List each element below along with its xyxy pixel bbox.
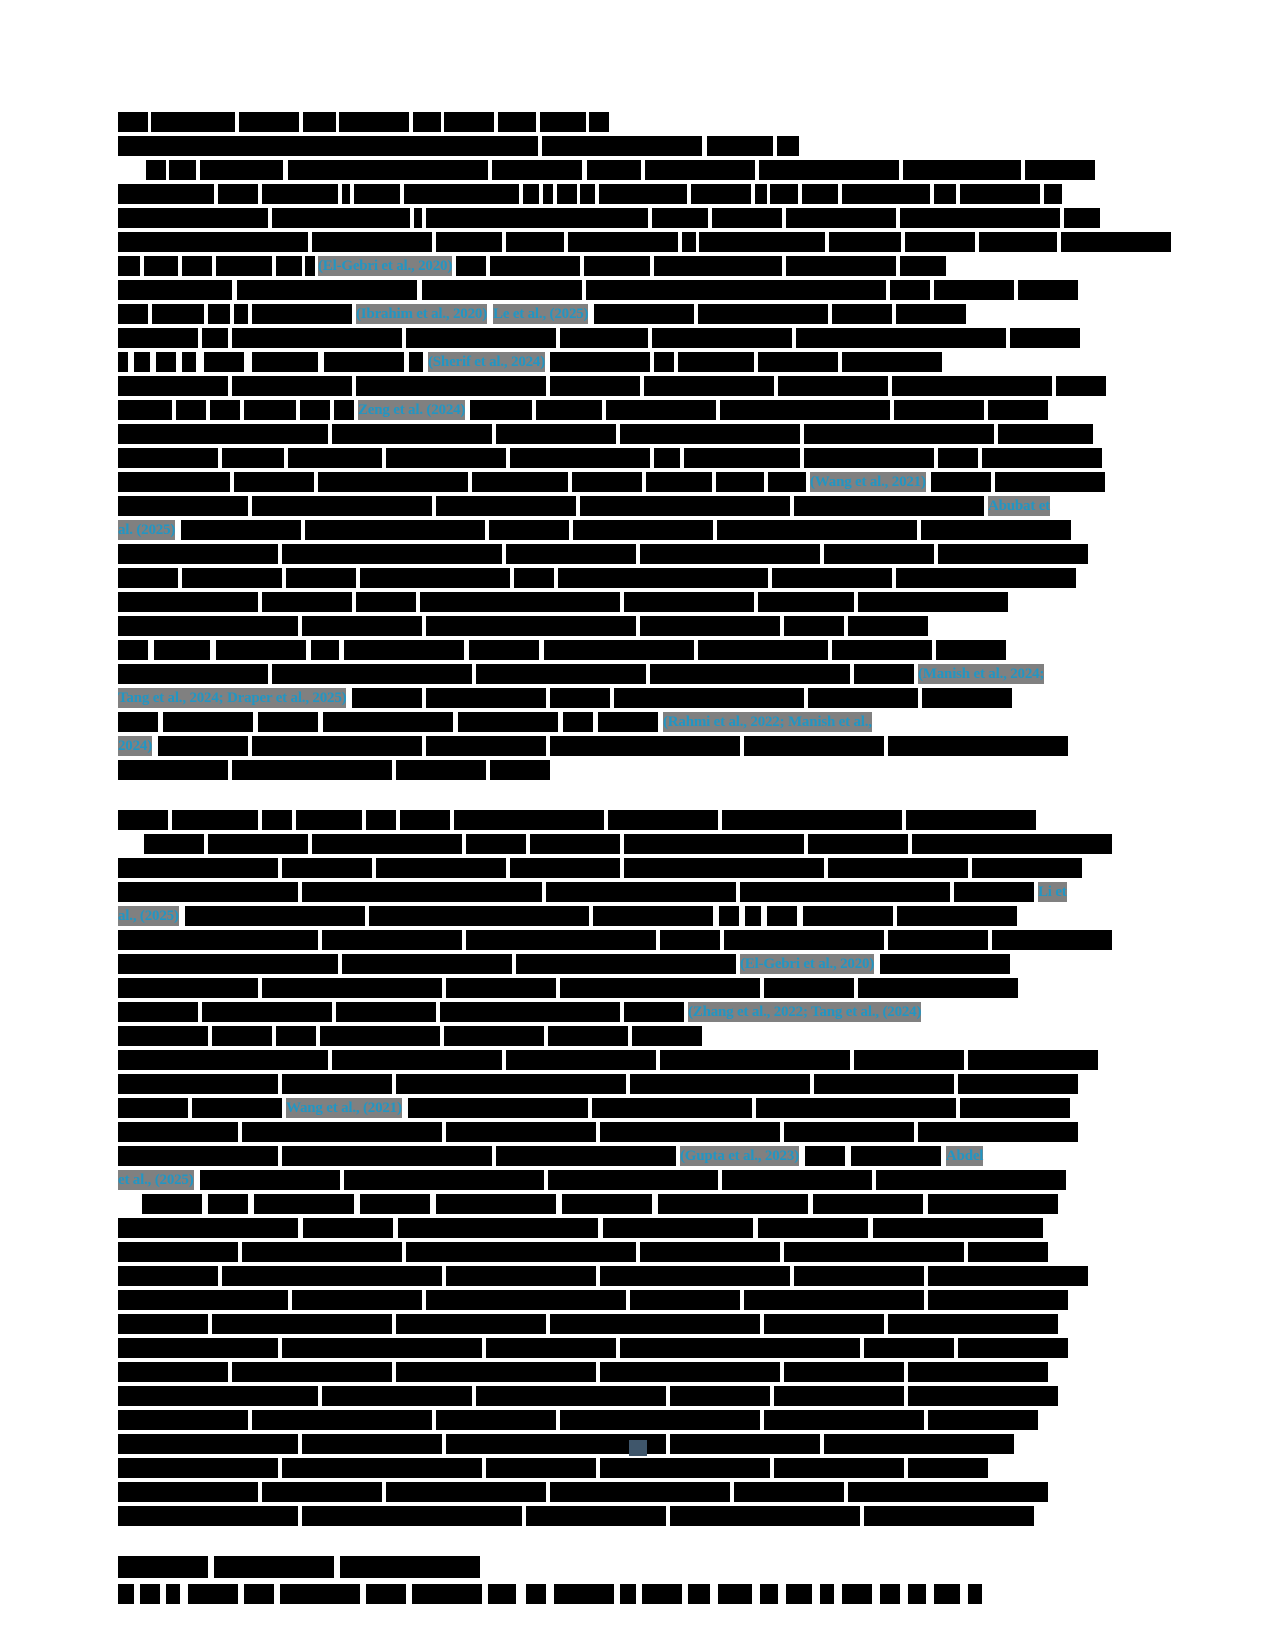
citation-link[interactable]: (Ibrahim et al., 2020) [356,304,488,324]
redacted-line-with-citation: Abubat et [118,496,1103,516]
redacted-line [118,1074,1103,1094]
redacted-line [118,328,1103,348]
redacted-line-with-citation: Wang et al., (2021) [118,1098,1103,1118]
page-number: 14 [0,1440,1275,1457]
redacted-line [118,1050,1103,1070]
redacted-line [118,184,1103,204]
redacted-line [118,1386,1103,1406]
redacted-line [118,858,1103,878]
redacted-line-with-citation: 2024) [118,736,1103,756]
citation-link[interactable]: Le et al., (2025) [493,304,589,324]
citation-link[interactable]: al., (2025) [118,906,179,926]
redacted-line [118,232,1171,252]
redacted-line [118,760,1103,780]
section-heading [118,1556,1103,1578]
citation-link[interactable]: (Rahmi et al., 2022; Manish et al., [663,712,872,732]
citation-link[interactable]: Zeng et al. (2024) [358,400,466,420]
redacted-line [118,1122,1103,1142]
redacted-line [118,640,1103,660]
citation-link[interactable]: (Wang et al., 2021) [810,472,926,492]
redacted-line [118,1242,1103,1262]
page-content: (El-Gebri et al., 2020) (Ibrahim et [118,112,1171,1608]
redacted-line [118,834,1112,854]
redacted-line-with-citation: Tang et al., 2024; Draper et al., 2025) [118,688,1103,708]
redacted-line-with-citation: (Zhang et al., 2022; Tang et al., (2024) [118,1002,1103,1022]
redacted-line [118,568,1103,588]
redacted-line [118,810,1103,830]
citation-link[interactable]: et al., (2025) [118,1170,194,1190]
redacted-line [118,136,1103,156]
citation-link[interactable]: (Zhang et al., 2022; Tang et al., (2024) [688,1002,922,1022]
redacted-line [118,112,1103,132]
redacted-line-with-citation: al., (2025) [118,906,1103,926]
redacted-line [118,592,1103,612]
redacted-line [118,1482,1103,1502]
redacted-line [118,280,1103,300]
redacted-line [118,616,1103,636]
redacted-line-with-citation: (Ibrahim et al., 2020) Le et al., (2025) [118,304,1103,324]
redacted-line [118,544,1103,564]
citation-link[interactable]: (Manish et al., 2024; [918,664,1045,684]
redacted-line-with-citation: (Rahmi et al., 2022; Manish et al., [118,712,1103,732]
redacted-line-with-citation: al. (2025) [118,520,1103,540]
redacted-line-with-citation: (El-Gebri et al., 2020) [118,954,1103,974]
citation-link[interactable]: Li et [1038,882,1067,902]
citation-link[interactable]: Abdel [945,1146,984,1166]
citation-link[interactable]: al. (2025) [118,520,176,540]
citation-link[interactable]: (El-Gebri et al., 2020) [740,954,875,974]
redacted-line-with-citation: et al., (2025) [118,1170,1103,1190]
redacted-line [118,1218,1103,1238]
redacted-line [118,208,1103,228]
redacted-line [118,376,1106,396]
redacted-line [118,1314,1103,1334]
redacted-line [118,930,1112,950]
redacted-line [118,1458,1103,1478]
redacted-line-with-citation: (Wang et al., 2021) [118,472,1105,492]
redacted-line [118,448,1103,468]
redacted-line [118,1026,1103,1046]
redacted-line-with-citation: Li et [118,882,1103,902]
redacted-line [118,978,1103,998]
redacted-line [118,1338,1103,1358]
redacted-line [118,1506,1103,1526]
redacted-line [118,1266,1103,1286]
redacted-line [118,1410,1103,1430]
redacted-line-with-citation: Zeng et al. (2024) [118,400,1103,420]
redacted-line [118,1194,1103,1214]
redacted-line-with-citation: (El-Gebri et al., 2020) [118,256,1103,276]
citation-link[interactable]: Abubat et [988,496,1050,516]
redacted-line [118,160,1103,180]
citation-link[interactable]: Tang et al., 2024; Draper et al., 2025) [118,688,347,708]
redacted-line [118,1290,1103,1310]
redacted-line [118,1434,1103,1454]
redacted-line: (Sherif et al., 2024) [118,352,1103,372]
redacted-line [118,424,1103,444]
citation-link[interactable]: (Gupta et al., 2023) [680,1146,799,1166]
redacted-line [118,1362,1103,1382]
citation-link[interactable]: 2024) [118,736,152,756]
citation-link[interactable]: Wang et al., (2021) [286,1098,402,1118]
redacted-line-with-citation: (Gupta et al., 2023) Abdel [118,1146,1103,1166]
citation-link[interactable]: (Sherif et al., 2024) [428,352,546,372]
citation-link[interactable]: (El-Gebri et al., 2020) [318,256,453,276]
redacted-line [118,1584,1103,1604]
page-number-value: 14 [628,1440,647,1456]
redacted-line-with-citation: (Manish et al., 2024; [118,664,1103,684]
